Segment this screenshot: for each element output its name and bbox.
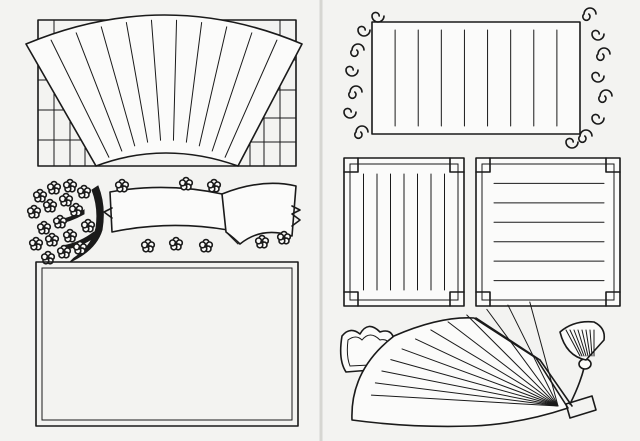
flower-center — [46, 256, 50, 260]
fan-rule-line — [211, 32, 253, 152]
swirl — [582, 7, 597, 21]
flower-center — [62, 250, 66, 254]
flower-center — [42, 226, 46, 230]
tassel-icon — [559, 320, 606, 419]
fan-rule-line — [198, 26, 228, 147]
corner-brackets — [343, 157, 465, 307]
fan-rule-line — [50, 39, 110, 158]
fan-rib — [447, 321, 559, 407]
flower-center — [50, 238, 54, 242]
flower-center — [34, 242, 38, 246]
swirl — [598, 89, 613, 103]
fan-rib — [466, 314, 559, 407]
flower-center — [68, 184, 72, 188]
blossom-branch — [26, 178, 104, 265]
fan-rib — [401, 348, 559, 407]
flower-center — [174, 242, 178, 246]
swirl — [565, 137, 579, 149]
small-flower-icons — [114, 176, 292, 253]
fan-rule-line — [185, 22, 203, 143]
flower-center — [38, 194, 42, 198]
swirl — [578, 129, 593, 143]
swirl — [591, 71, 605, 83]
fan-rib — [370, 394, 559, 407]
fan-rib — [381, 370, 559, 407]
fan-rule-line — [150, 19, 162, 141]
folding-fan-icon — [351, 301, 573, 428]
swirl — [348, 85, 363, 99]
swirl — [354, 125, 369, 139]
fan-rib — [390, 359, 559, 407]
flower-center — [146, 244, 150, 248]
horizontal-frame-lines — [493, 182, 605, 282]
branch-icon — [69, 185, 104, 263]
fan-rule-line — [224, 39, 278, 158]
fan-rule-line — [100, 26, 136, 147]
flower-center — [184, 182, 188, 186]
flower-center — [68, 234, 72, 238]
tassel-strand — [577, 329, 587, 357]
flower-center — [74, 208, 78, 212]
flower-center — [204, 244, 208, 248]
flower-center — [52, 186, 56, 190]
swirl — [345, 65, 359, 77]
flower-center — [120, 184, 124, 188]
fan-rule-line — [172, 19, 178, 141]
tassel-strand — [581, 329, 589, 357]
swirl — [350, 43, 365, 57]
swirl — [591, 113, 605, 125]
swirl — [371, 11, 385, 23]
fan-banner — [25, 14, 303, 167]
flower-center — [86, 224, 90, 228]
large-frame — [35, 261, 299, 427]
flower-center — [78, 246, 82, 250]
fan-ribs — [370, 301, 559, 407]
flower-center — [48, 204, 52, 208]
swirl — [596, 47, 611, 61]
fan-rule-line — [125, 22, 149, 143]
fan-rib — [529, 301, 559, 407]
tassel-strand — [565, 329, 581, 357]
ribbon-banner — [103, 182, 301, 245]
fan-rule-line — [75, 32, 123, 152]
flower-center — [58, 220, 62, 224]
scroll-frame-lines — [394, 29, 558, 127]
fan-banner-lines — [50, 19, 278, 158]
flower-center — [82, 190, 86, 194]
flower-center — [32, 210, 36, 214]
vertical-frame-lines — [363, 173, 445, 291]
tassel-strands — [565, 329, 595, 357]
fan-rib — [486, 308, 559, 407]
fan-rib — [414, 338, 559, 407]
flower-center — [64, 198, 68, 202]
swirl — [343, 107, 357, 119]
corner-brackets — [475, 157, 621, 307]
tassel-strand — [585, 329, 591, 357]
flower-center — [260, 240, 264, 244]
tassel-strand — [589, 329, 593, 357]
vertical-lined-frame — [343, 157, 465, 307]
tassel-strand — [573, 329, 585, 357]
fan-rib — [374, 382, 559, 407]
cherry-blossom-icon — [26, 178, 96, 265]
swirl — [357, 25, 371, 37]
scroll-frame — [343, 7, 613, 149]
flower-center — [212, 184, 216, 188]
swirl — [591, 29, 605, 41]
swirl-ornament-icon — [343, 7, 613, 149]
flower-center — [282, 236, 286, 240]
horizontal-lined-frame — [475, 157, 621, 307]
fan-rib — [430, 329, 559, 407]
tassel-strand — [569, 329, 583, 357]
